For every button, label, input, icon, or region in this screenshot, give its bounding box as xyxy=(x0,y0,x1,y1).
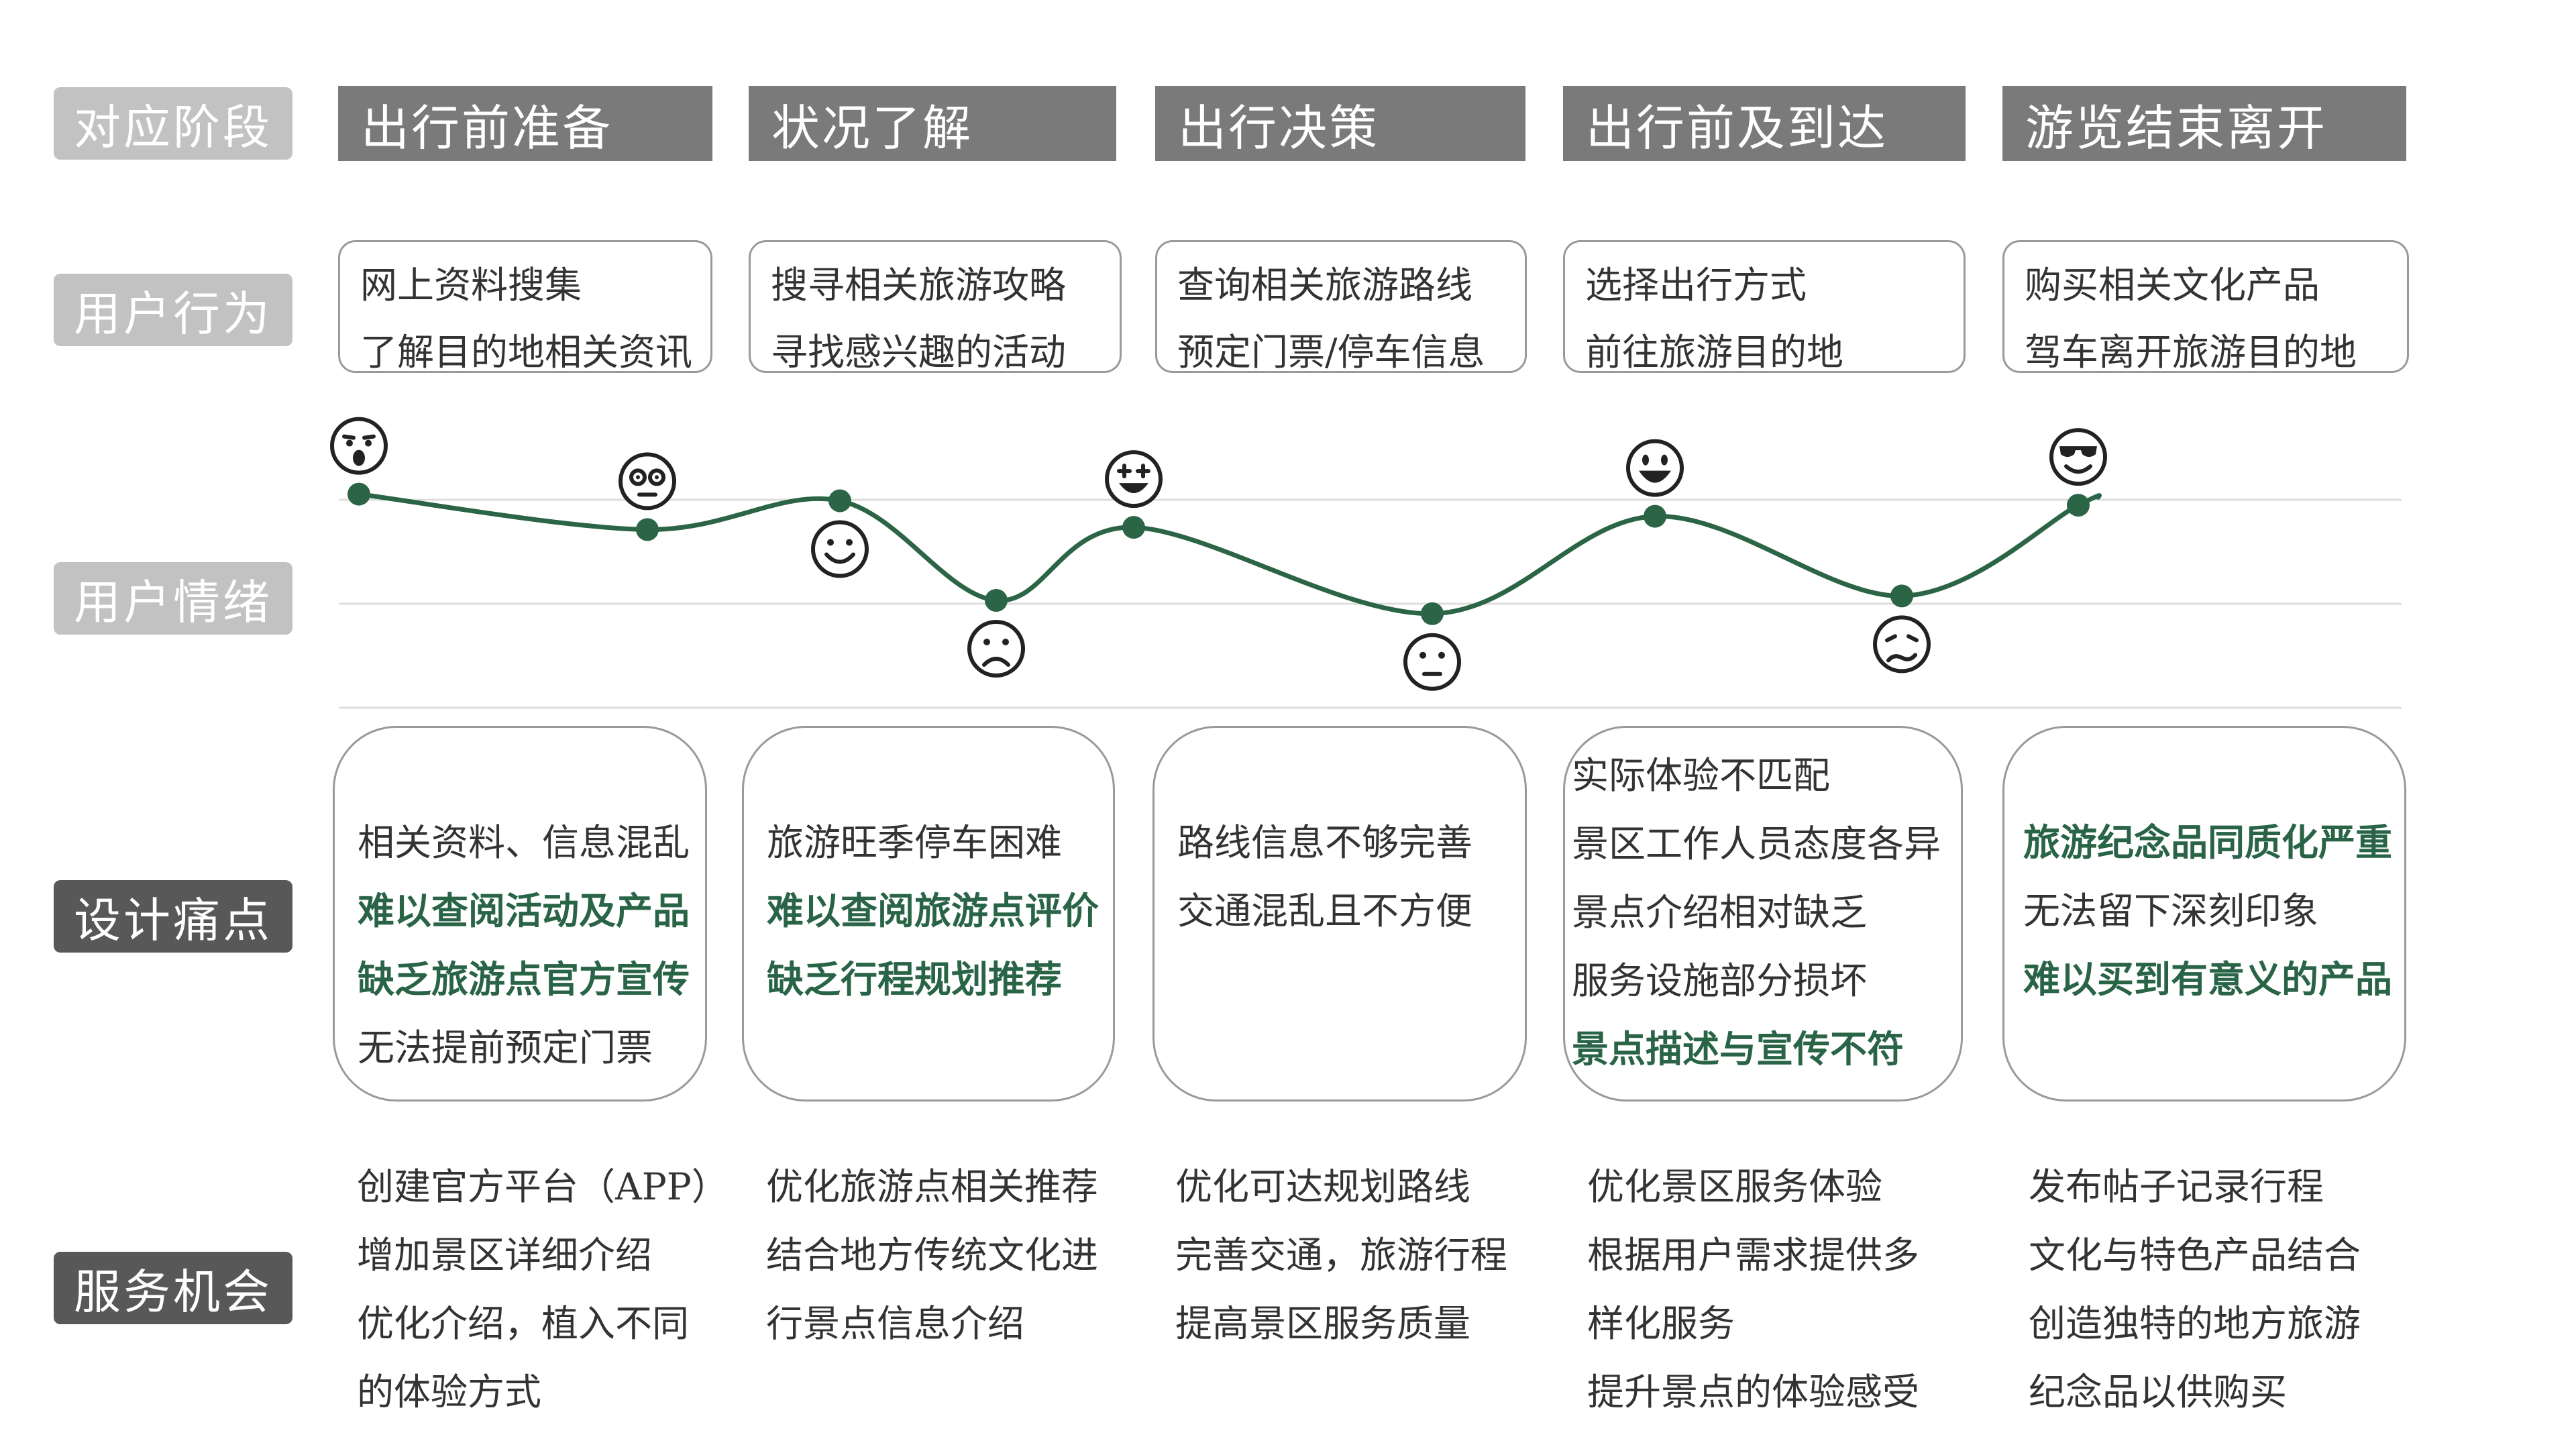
behavior-box: 查询相关旅游路线 预定门票/停车信息 xyxy=(1155,240,1527,373)
emotion-point xyxy=(636,518,659,541)
opportunity-column: 优化可达规划路线 完善交通，旅游行程 提高景区服务质量 xyxy=(1175,1152,1507,1358)
opportunity-line: 文化与特色产品结合 xyxy=(2029,1234,2361,1277)
opportunity-line: 创造独特的地方旅游 xyxy=(2029,1302,2361,1345)
pain-line: 实际体验不匹配 xyxy=(1572,754,1831,797)
pain-line: 无法提前预定门票 xyxy=(358,1026,653,1069)
behavior-box: 购买相关文化产品 驾车离开旅游目的地 xyxy=(2002,240,2409,373)
behavior-box: 网上资料搜集 了解目的地相关资讯 xyxy=(338,240,712,373)
stage-header: 出行决策 xyxy=(1155,86,1525,161)
pain-line: 难以查阅活动及产品 xyxy=(358,889,690,932)
opportunity-line: 样化服务 xyxy=(1587,1302,1735,1345)
sunglasses-face-icon xyxy=(2049,428,2107,486)
pain-line: 服务设施部分损坏 xyxy=(1572,959,1868,1002)
stage-header: 状况了解 xyxy=(749,86,1116,161)
emotion-curve-line xyxy=(356,492,2102,616)
grin-face-icon xyxy=(1626,439,1684,497)
opportunity-line: 行景点信息介绍 xyxy=(766,1302,1025,1345)
behavior-line: 了解目的地相关资讯 xyxy=(360,331,693,373)
pain-line: 景点描述与宣传不符 xyxy=(1572,1027,1904,1071)
pain-line: 旅游纪念品同质化严重 xyxy=(2023,820,2393,864)
emotion-point xyxy=(1644,504,1666,528)
row-label-behavior: 用户行为 xyxy=(54,274,292,346)
emotion-curve-chart xyxy=(330,417,2402,709)
emotion-point xyxy=(2067,494,2090,517)
opportunity-column: 优化旅游点相关推荐 结合地方传统文化进 行景点信息介绍 xyxy=(766,1152,1098,1358)
stage-header: 出行前及到达 xyxy=(1563,86,1966,161)
sad-face-icon xyxy=(967,620,1025,678)
behavior-line: 寻找感兴趣的活动 xyxy=(771,331,1067,373)
behavior-line: 查询相关旅游路线 xyxy=(1177,264,1473,307)
behavior-line: 购买相关文化产品 xyxy=(2025,264,2320,307)
pain-line: 缺乏行程规划推荐 xyxy=(767,957,1063,1001)
emotion-point xyxy=(1890,584,1913,608)
pain-line: 相关资料、信息混乱 xyxy=(358,821,690,864)
pain-box: 实际体验不匹配 景区工作人员态度各异 景点介绍相对缺乏 服务设施部分损坏 景点描… xyxy=(1563,726,1963,1102)
opportunity-line: 纪念品以供购买 xyxy=(2029,1371,2288,1413)
stage-header: 出行前准备 xyxy=(338,86,712,161)
emotion-point xyxy=(1122,516,1145,539)
opportunity-line: 优化介绍，植入不同 xyxy=(357,1302,690,1345)
opportunity-line: 的体验方式 xyxy=(357,1371,542,1413)
behavior-line: 选择出行方式 xyxy=(1585,264,1807,307)
pain-line: 缺乏旅游点官方宣传 xyxy=(358,957,690,1001)
opportunity-line: 发布帖子记录行程 xyxy=(2029,1165,2324,1208)
opportunity-line: 根据用户需求提供多 xyxy=(1587,1234,1920,1277)
pain-line: 路线信息不够完善 xyxy=(1177,821,1473,864)
emotion-point xyxy=(828,489,851,513)
pain-box: 旅游纪念品同质化严重 无法留下深刻印象 难以买到有意义的产品 xyxy=(2002,726,2406,1102)
emotion-emojis xyxy=(330,417,2107,691)
pain-box: 相关资料、信息混乱 难以查阅活动及产品 缺乏旅游点官方宣传 无法提前预定门票 xyxy=(333,726,707,1102)
emotion-point xyxy=(347,482,370,506)
neutral-face-icon xyxy=(1403,633,1461,691)
opportunity-column: 创建官方平台（APP） 增加景区详细介绍 优化介绍，植入不同 的体验方式 xyxy=(357,1152,729,1426)
behavior-line: 搜寻相关旅游攻略 xyxy=(771,264,1067,307)
pain-line: 旅游旺季停车困难 xyxy=(767,821,1063,864)
opportunity-line: 优化旅游点相关推荐 xyxy=(766,1165,1099,1208)
smile-face-icon xyxy=(811,520,869,578)
behavior-box: 选择出行方式 前往旅游目的地 xyxy=(1563,240,1966,373)
emotion-point xyxy=(1421,602,1444,625)
opportunity-line: 结合地方传统文化进 xyxy=(766,1234,1099,1277)
opportunity-line: 增加景区详细介绍 xyxy=(357,1234,653,1277)
opportunity-line: 提高景区服务质量 xyxy=(1175,1302,1471,1345)
pain-line: 难以买到有意义的产品 xyxy=(2023,957,2393,1001)
opportunity-line: 优化可达规划路线 xyxy=(1175,1165,1471,1208)
row-label-stage: 对应阶段 xyxy=(54,87,292,160)
pain-line: 景区工作人员态度各异 xyxy=(1572,822,1941,865)
behavior-line: 驾车离开旅游目的地 xyxy=(2025,331,2357,373)
row-label-pain: 设计痛点 xyxy=(54,880,292,953)
star-eyes-face-icon xyxy=(1105,450,1163,508)
stage-header: 游览结束离开 xyxy=(2002,86,2406,161)
opportunity-line: 创建官方平台（APP） xyxy=(357,1165,729,1208)
opportunity-line: 完善交通，旅游行程 xyxy=(1175,1234,1508,1277)
pain-line: 无法留下深刻印象 xyxy=(2023,890,2319,932)
pain-box: 旅游旺季停车困难 难以查阅旅游点评价 缺乏行程规划推荐 xyxy=(742,726,1115,1102)
dizzy-face-icon xyxy=(619,452,676,511)
row-label-emotion: 用户情绪 xyxy=(54,562,292,635)
surprised-face-icon xyxy=(330,417,388,475)
opportunity-column: 发布帖子记录行程 文化与特色产品结合 创造独特的地方旅游 纪念品以供购买 xyxy=(2029,1152,2361,1426)
emotion-points xyxy=(347,482,2090,625)
pain-line: 交通混乱且不方便 xyxy=(1177,890,1473,932)
behavior-line: 前往旅游目的地 xyxy=(1585,331,1844,373)
behavior-box: 搜寻相关旅游攻略 寻找感兴趣的活动 xyxy=(749,240,1122,373)
emotion-point xyxy=(985,589,1008,612)
pain-line: 难以查阅旅游点评价 xyxy=(767,889,1099,932)
row-label-opportunity: 服务机会 xyxy=(54,1252,292,1324)
behavior-line: 预定门票/停车信息 xyxy=(1177,331,1485,373)
pain-box: 路线信息不够完善 交通混乱且不方便 xyxy=(1152,726,1527,1102)
opportunity-line: 提升景点的体验感受 xyxy=(1587,1371,1920,1413)
opportunity-column: 优化景区服务体验 根据用户需求提供多 样化服务 提升景点的体验感受 xyxy=(1587,1152,1919,1426)
behavior-line: 网上资料搜集 xyxy=(360,264,582,307)
pain-line: 景点介绍相对缺乏 xyxy=(1572,891,1868,934)
opportunity-line: 优化景区服务体验 xyxy=(1587,1165,1883,1208)
worried-face-icon xyxy=(1873,615,1931,674)
